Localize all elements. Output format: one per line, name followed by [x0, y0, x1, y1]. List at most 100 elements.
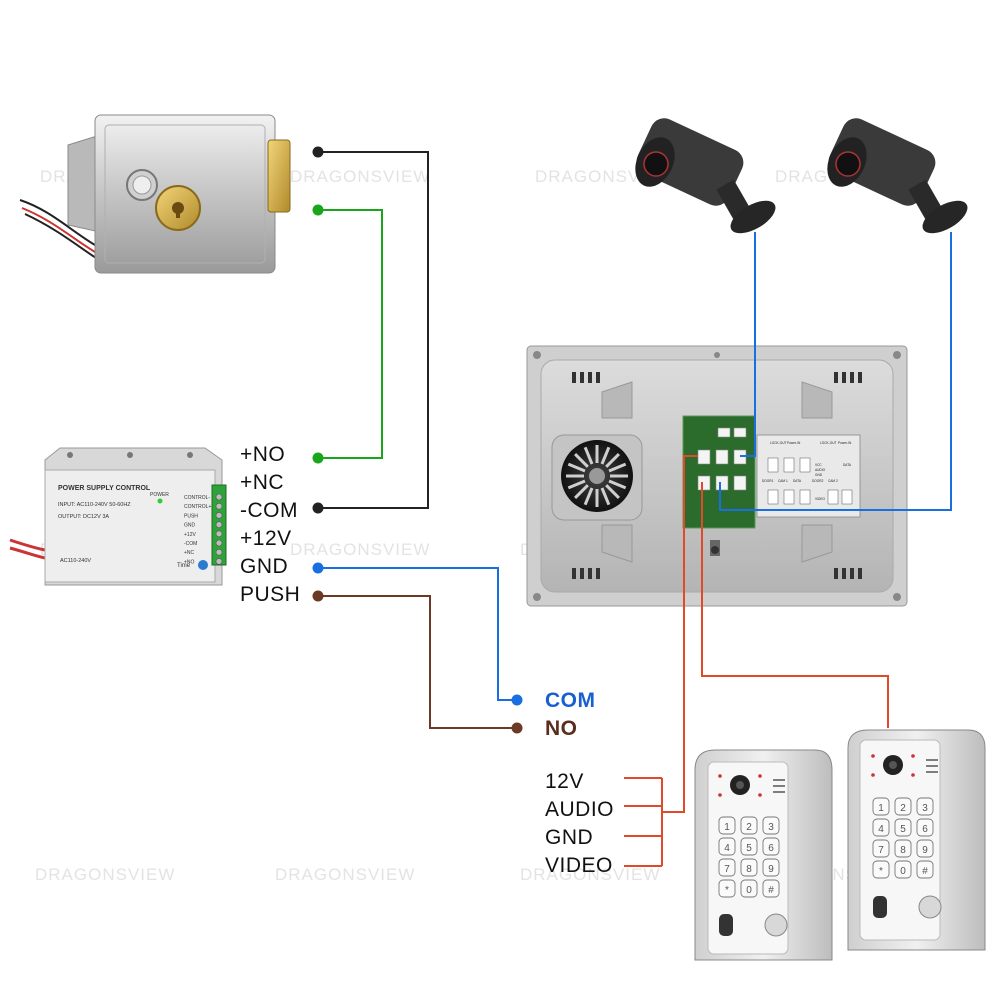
keypad-key-label: 9: [922, 845, 928, 856]
screw-icon: [215, 530, 223, 538]
door-label-audio: AUDIO: [545, 798, 615, 821]
keypad-key: [916, 797, 934, 816]
psu-terminal-label: +NC: [184, 550, 195, 556]
board-label: CAM 2: [828, 479, 838, 483]
screw-icon: [215, 502, 223, 510]
keypad-key: [762, 858, 780, 877]
blue-wire-camera-2: [719, 232, 952, 511]
watermark: DRAGONSVIEW: [275, 865, 415, 884]
keypad-key: [740, 879, 758, 898]
keypad-key-label: 9: [768, 864, 774, 875]
card-reader-icon: [873, 896, 887, 918]
keypad-key: [916, 860, 934, 879]
keypad-key-label: 4: [724, 843, 730, 854]
keypad-key-label: 7: [724, 864, 730, 875]
watermark: DRAGONSVIEW: [35, 865, 175, 884]
red-wire-door-2: [701, 482, 889, 728]
exit-label-com: COM: [545, 689, 596, 712]
psu-terminal-label: +12V: [184, 532, 196, 538]
screw-icon: [215, 558, 223, 565]
psu-label-nc: +NC: [240, 471, 285, 494]
psu-label-12v: +12V: [240, 527, 292, 550]
keypad-key: [872, 818, 890, 837]
board-label: LOCK-OUT: [770, 441, 787, 445]
connector-diagram: [799, 489, 811, 505]
screw-icon: [215, 521, 223, 528]
keypad-key: [894, 839, 912, 858]
connector-diagram: [827, 489, 839, 505]
keypad-key-label: 6: [768, 843, 774, 854]
green-wire-lock: [318, 209, 383, 459]
keypad-key: [894, 860, 912, 879]
connector-diagram: [841, 489, 853, 505]
screw-icon: [215, 512, 223, 519]
screw-icon: [215, 539, 223, 547]
brown-wire-push: [318, 595, 517, 729]
board-label: LOCK-OUT: [820, 441, 837, 445]
keypad-key: [872, 860, 890, 879]
screw-icon: [215, 548, 223, 556]
psu-time-label: Time: [177, 563, 191, 569]
red-wire-door-1: [662, 455, 698, 813]
psu-output: OUTPUT: DC12V 3A: [58, 514, 109, 520]
keypad-key-label: 4: [878, 824, 884, 835]
blue-wire-camera-1: [740, 232, 756, 457]
keypad-key: [916, 839, 934, 858]
psu-terminal-label: -COM: [184, 541, 197, 547]
keypad-key: [718, 816, 736, 835]
wire-dots: [312, 146, 523, 734]
board-tag: GND: [815, 473, 823, 477]
camera-2: [827, 118, 968, 234]
board-tag: DATA: [843, 463, 852, 467]
door-label-video: VIDEO: [545, 854, 613, 877]
black-wire-lock: [318, 151, 429, 509]
keypad-key: [894, 818, 912, 837]
psu-label-com: -COM: [240, 499, 298, 522]
watermark: DRAGONSVIEW: [290, 167, 430, 186]
door-label-12v: 12V: [545, 770, 584, 793]
keypad-key-label: 1: [878, 803, 884, 814]
exit-label-no: NO: [545, 717, 578, 740]
keypad-key-label: #: [768, 885, 774, 896]
keypad-key-label: 8: [746, 864, 752, 875]
keypad-key: [872, 797, 890, 816]
keypad-key-label: 3: [922, 803, 928, 814]
keypad-key: [718, 858, 736, 877]
blue-wire-gnd: [318, 567, 517, 701]
psu-label-push: PUSH: [240, 583, 301, 606]
call-button: [918, 895, 942, 919]
wires: [318, 151, 952, 867]
board-label: Power-IN: [838, 441, 852, 445]
board-label: CAM 1: [778, 479, 788, 483]
keypad-key-label: 2: [746, 822, 752, 833]
call-button: [764, 913, 788, 937]
terminal-screws: [215, 493, 223, 565]
psu-title: POWER SUPPLY CONTROL: [58, 485, 151, 492]
keypad-key: [916, 818, 934, 837]
keypad-key-label: 0: [746, 885, 752, 896]
psu-label-no: +NO: [240, 443, 286, 466]
connector-diagram: [783, 457, 795, 473]
keypad-key-label: 6: [922, 824, 928, 835]
screw-icon: [215, 493, 223, 501]
keypad-key-label: 5: [900, 824, 906, 835]
door-label-gnd: GND: [545, 826, 594, 849]
keypad-key: [740, 837, 758, 856]
psu-ac-label: AC110-240V: [60, 558, 91, 564]
wiring-label-panel: [756, 434, 861, 518]
connector-diagram: [767, 457, 779, 473]
power-led-icon: [157, 498, 163, 504]
psu-power-label: POWER: [150, 492, 169, 498]
watermark: DRAGONSVIEW: [520, 865, 660, 884]
keypad-key-label: 3: [768, 822, 774, 833]
power-supply-unit: POWER SUPPLY CONTROL INPUT: AC110-240V 5…: [9, 447, 227, 586]
watermark: DRAGONSVIEW: [290, 540, 430, 559]
keypad-key-label: 1: [724, 822, 730, 833]
keypad-key: [718, 837, 736, 856]
